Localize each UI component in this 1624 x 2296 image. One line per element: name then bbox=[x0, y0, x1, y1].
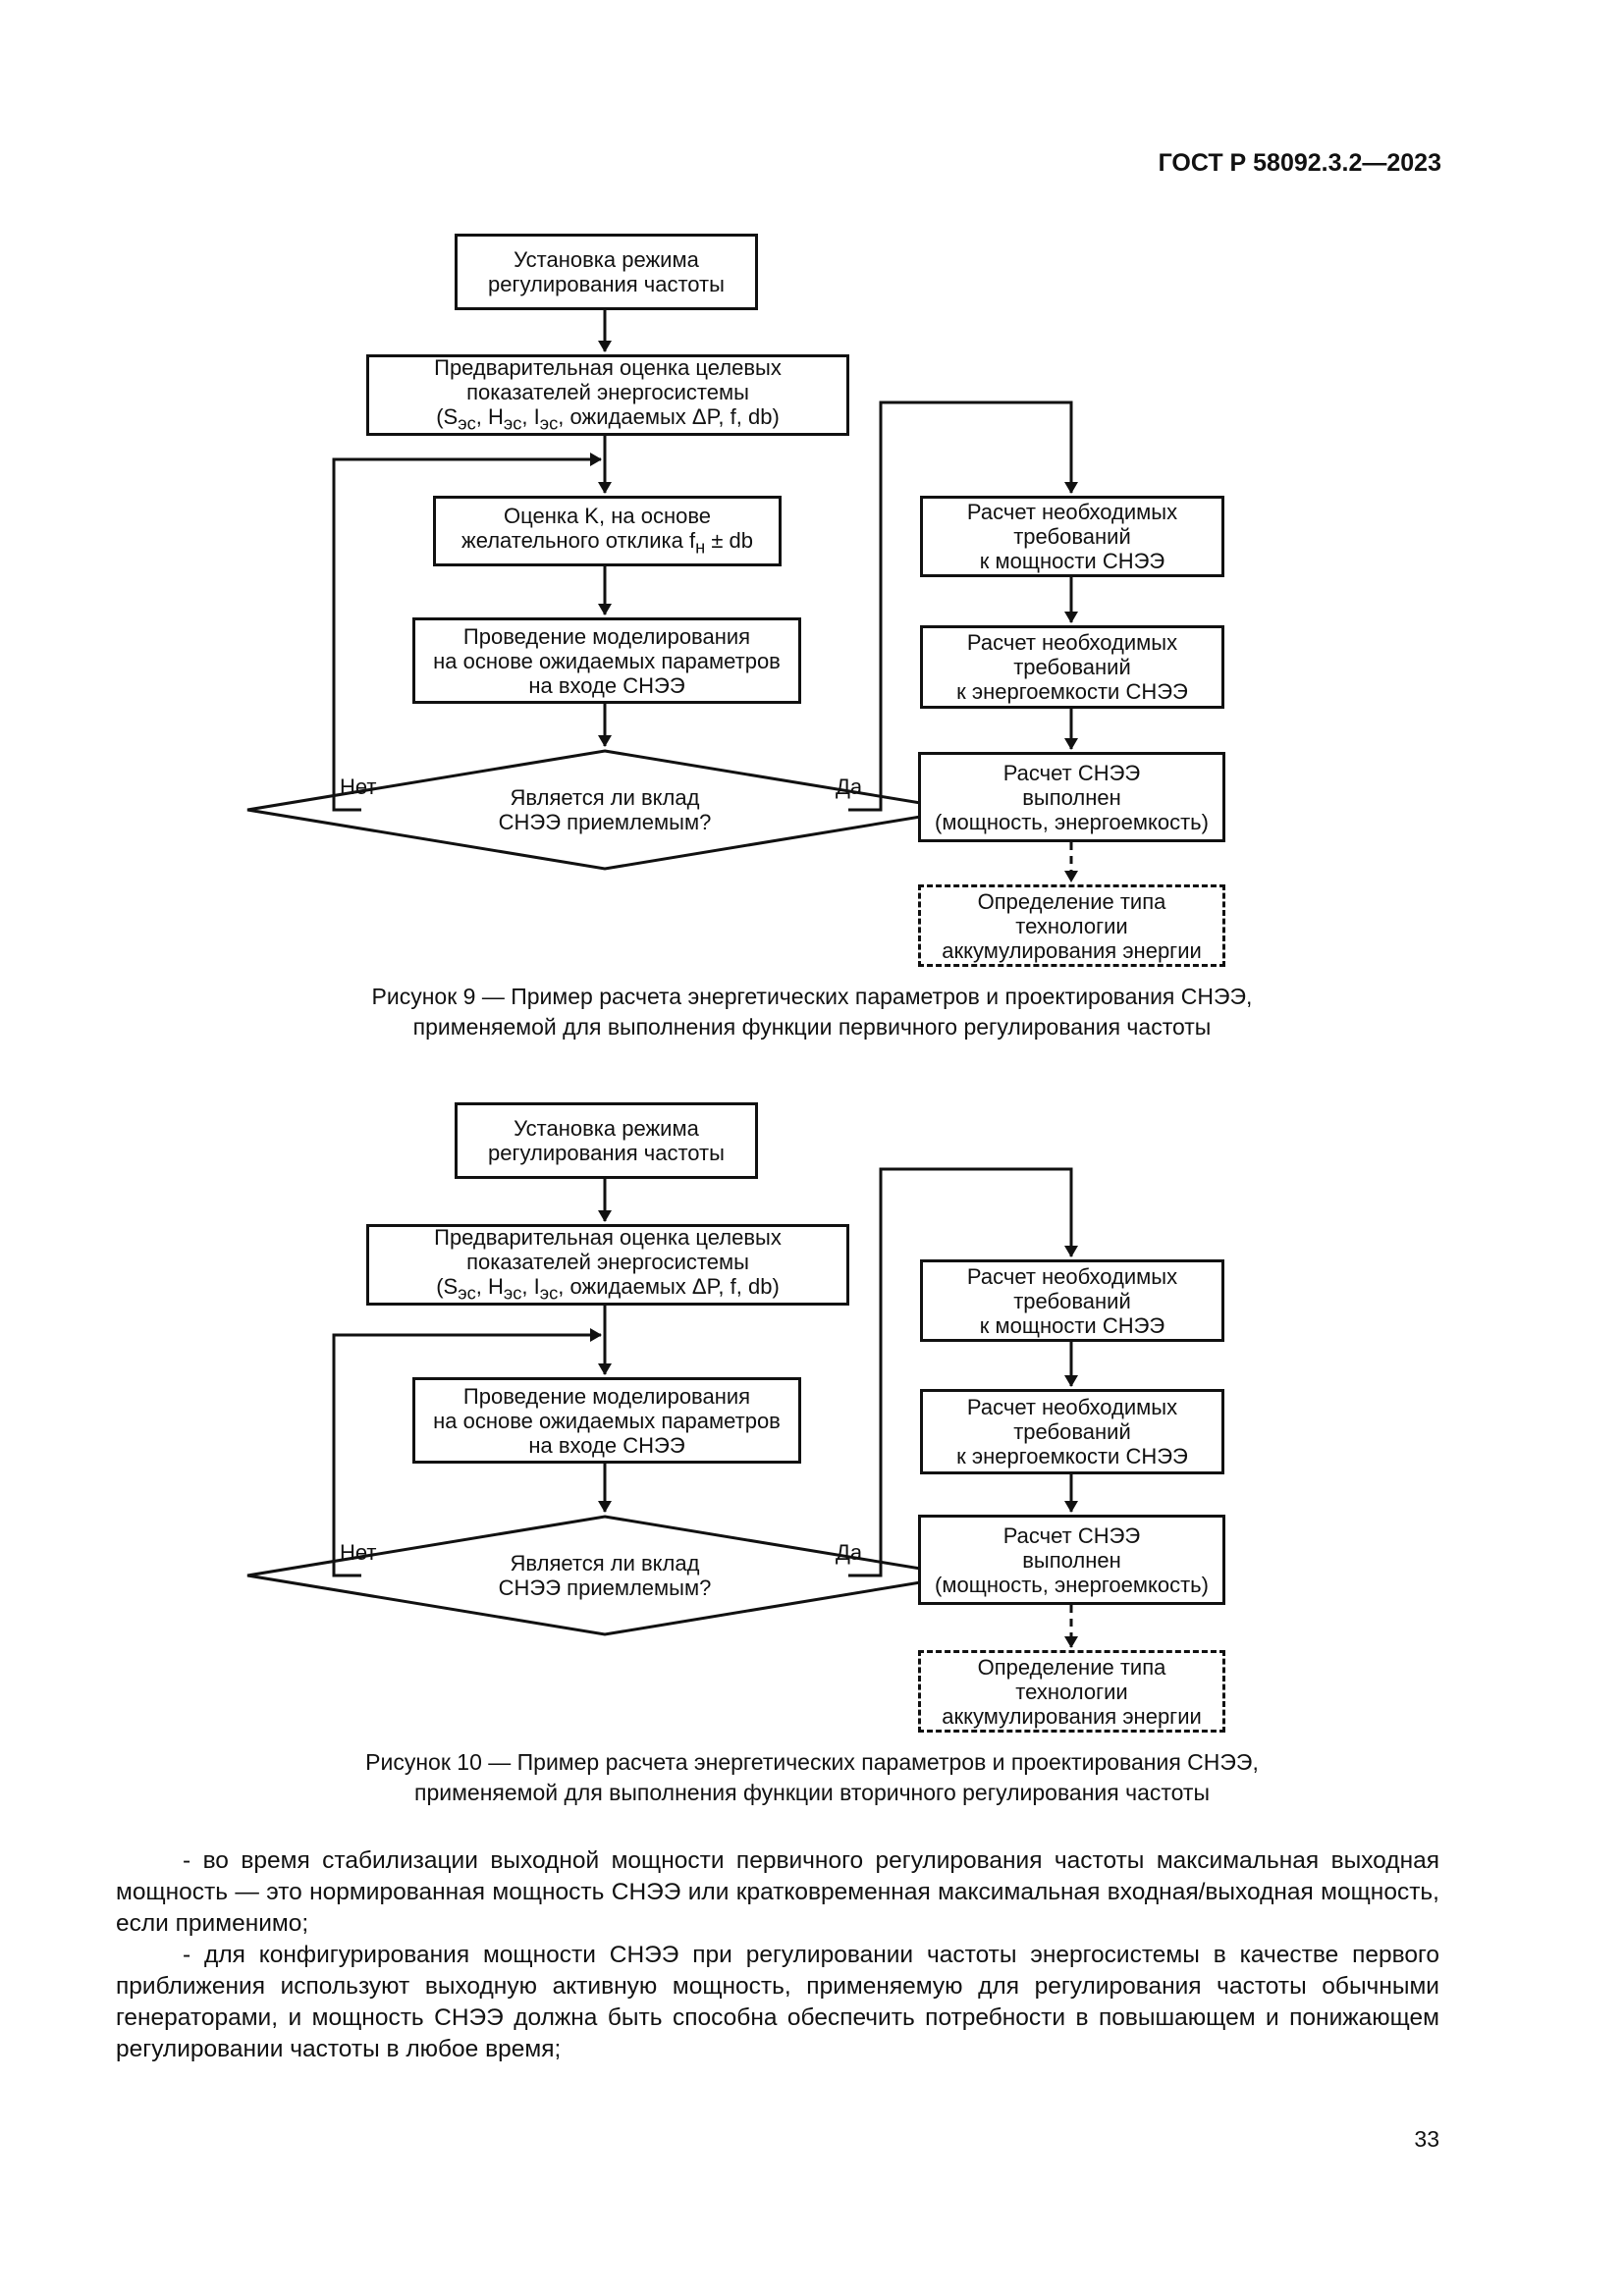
box-tech-line-1: Определение типа bbox=[977, 1654, 1166, 1680]
decision-line-2: СНЭЭ приемлемым? bbox=[498, 810, 712, 834]
box-done-line-3: (мощность, энергоемкость) bbox=[935, 1572, 1209, 1597]
box-k-line-1: Оценка K, на основе bbox=[504, 503, 711, 528]
box-model-line-3: на входе СНЭЭ bbox=[528, 1432, 685, 1458]
box-model-line-3: на входе СНЭЭ bbox=[528, 672, 685, 698]
box-setup-line-1: Установка режима bbox=[514, 1116, 699, 1141]
label-yes: Да bbox=[836, 1540, 863, 1565]
decision-text: Является ли вклад СНЭЭ приемлемым? bbox=[408, 785, 801, 834]
box-prelim-line-3: (Sэс, Hэс, Iэс, ожидаемых ΔP, f, db) bbox=[436, 1273, 780, 1304]
box-energy-requirements: Расчет необходимых требований к энергоем… bbox=[920, 1389, 1224, 1474]
decision-diamond bbox=[246, 749, 963, 871]
box-energy-line-3: к энергоемкости СНЭЭ bbox=[956, 1444, 1188, 1468]
box-model-line-2: на основе ожидаемых параметров bbox=[433, 1408, 781, 1433]
box-technology-type: Определение типа технологии аккумулирова… bbox=[918, 1650, 1225, 1733]
box-power-line-2: требований bbox=[1013, 524, 1131, 549]
box-power-line-1: Расчет необходимых bbox=[966, 1263, 1178, 1289]
paragraph-2: - для конфигурирования мощности СНЭЭ при… bbox=[116, 1942, 1439, 2062]
figure-9-caption: Рисунок 9 — Пример расчета энергетически… bbox=[196, 982, 1428, 1042]
decision-line-2: СНЭЭ приемлемым? bbox=[498, 1575, 712, 1600]
box-tech-line-2: технологии bbox=[1015, 1679, 1128, 1704]
box-done-line-3: (мощность, энергоемкость) bbox=[935, 809, 1209, 834]
box-tech-line-3: аккумулирования энергии bbox=[942, 937, 1202, 963]
box-k-estimate: Оценка K, на основе желательного отклика… bbox=[433, 496, 782, 566]
box-power-requirements: Расчет необходимых требований к мощности… bbox=[920, 496, 1224, 577]
decision-diamond bbox=[246, 1515, 963, 1636]
decision-line-1: Является ли вклад bbox=[510, 1551, 700, 1575]
figure-10-connectors bbox=[246, 1167, 1078, 1648]
box-energy-line-2: требований bbox=[1013, 1419, 1131, 1444]
box-calc-done: Расчет СНЭЭ выполнен (мощность, энергоем… bbox=[918, 1515, 1225, 1605]
box-prelim-line-1: Предварительная оценка целевых bbox=[434, 354, 782, 380]
box-preliminary-assessment: Предварительная оценка целевых показател… bbox=[366, 354, 849, 436]
box-done-line-1: Расчет СНЭЭ bbox=[1002, 760, 1141, 785]
figure-10-caption-line-2: применяемой для выполнения функции втори… bbox=[414, 1780, 1210, 1805]
box-k-line-2: желательного отклика fн ± db bbox=[460, 527, 754, 558]
page-number: 33 bbox=[1414, 2126, 1439, 2152]
figure-10-caption-line-1: Рисунок 10 — Пример расчета энергетическ… bbox=[365, 1749, 1259, 1775]
box-modeling: Проведение моделирования на основе ожида… bbox=[412, 1377, 801, 1464]
body-text: - во время стабилизации выходной мощност… bbox=[116, 1845, 1439, 2065]
arrow-yes-to-power bbox=[848, 1167, 1078, 1577]
box-modeling: Проведение моделирования на основе ожида… bbox=[412, 617, 801, 704]
box-setup-line-1: Установка режима bbox=[514, 247, 699, 272]
box-setup-line-2: регулирования частоты bbox=[488, 272, 725, 296]
box-tech-line-3: аккумулирования энергии bbox=[942, 1703, 1202, 1729]
box-energy-requirements: Расчет необходимых требований к энергоем… bbox=[920, 625, 1224, 709]
decision-line-1: Является ли вклад bbox=[510, 785, 700, 810]
box-done-line-2: выполнен bbox=[1022, 1547, 1121, 1573]
box-tech-line-1: Определение типа bbox=[977, 888, 1166, 914]
figure-9-caption-line-1: Рисунок 9 — Пример расчета энергетически… bbox=[371, 984, 1253, 1009]
figure-9-connectors bbox=[246, 310, 1078, 882]
box-power-line-2: требований bbox=[1013, 1288, 1131, 1313]
box-prelim-line-2: показателей энергосистемы bbox=[466, 379, 749, 404]
box-model-line-2: на основе ожидаемых параметров bbox=[433, 648, 781, 673]
box-done-line-2: выполнен bbox=[1022, 784, 1121, 810]
box-done-line-1: Расчет СНЭЭ bbox=[1002, 1522, 1141, 1548]
box-prelim-line-2: показателей энергосистемы bbox=[466, 1249, 749, 1274]
arrow-no-loop bbox=[332, 1328, 602, 1577]
box-energy-line-3: к энергоемкости СНЭЭ bbox=[956, 679, 1188, 704]
box-model-line-1: Проведение моделирования bbox=[462, 623, 751, 649]
label-no: Нет bbox=[340, 1540, 377, 1565]
figure-9-caption-line-2: применяемой для выполнения функции перви… bbox=[412, 1014, 1212, 1040]
box-preliminary-assessment: Предварительная оценка целевых показател… bbox=[366, 1224, 849, 1306]
box-calc-done: Расчет СНЭЭ выполнен (мощность, энергоем… bbox=[918, 752, 1225, 842]
box-energy-line-2: требований bbox=[1013, 655, 1131, 679]
label-yes: Да bbox=[836, 774, 863, 799]
decision-text: Является ли вклад СНЭЭ приемлемым? bbox=[408, 1551, 801, 1600]
arrow-no-loop bbox=[332, 453, 602, 812]
box-model-line-1: Проведение моделирования bbox=[462, 1383, 751, 1409]
box-power-line-3: к мощности СНЭЭ bbox=[979, 549, 1165, 573]
box-tech-line-2: технологии bbox=[1015, 913, 1128, 938]
box-power-line-1: Расчет необходимых bbox=[966, 500, 1178, 524]
arrow-yes-to-power bbox=[848, 400, 1078, 812]
box-technology-type: Определение типа технологии аккумулирова… bbox=[918, 884, 1225, 967]
box-energy-line-1: Расчет необходимых bbox=[966, 630, 1178, 655]
box-energy-line-1: Расчет необходимых bbox=[966, 1395, 1178, 1419]
box-prelim-line-3: (Sэс, Hэс, Iэс, ожидаемых ΔP, f, db) bbox=[436, 403, 780, 434]
paragraph-1: - во время стабилизации выходной мощност… bbox=[116, 1847, 1439, 1937]
box-setup-line-2: регулирования частоты bbox=[488, 1141, 725, 1165]
box-power-requirements: Расчет необходимых требований к мощности… bbox=[920, 1259, 1224, 1342]
box-prelim-line-1: Предварительная оценка целевых bbox=[434, 1224, 782, 1250]
box-power-line-3: к мощности СНЭЭ bbox=[979, 1312, 1165, 1338]
document-code: ГОСТ Р 58092.3.2—2023 bbox=[1158, 149, 1441, 177]
figure-10-caption: Рисунок 10 — Пример расчета энергетическ… bbox=[196, 1747, 1428, 1808]
label-no: Нет bbox=[340, 774, 377, 799]
